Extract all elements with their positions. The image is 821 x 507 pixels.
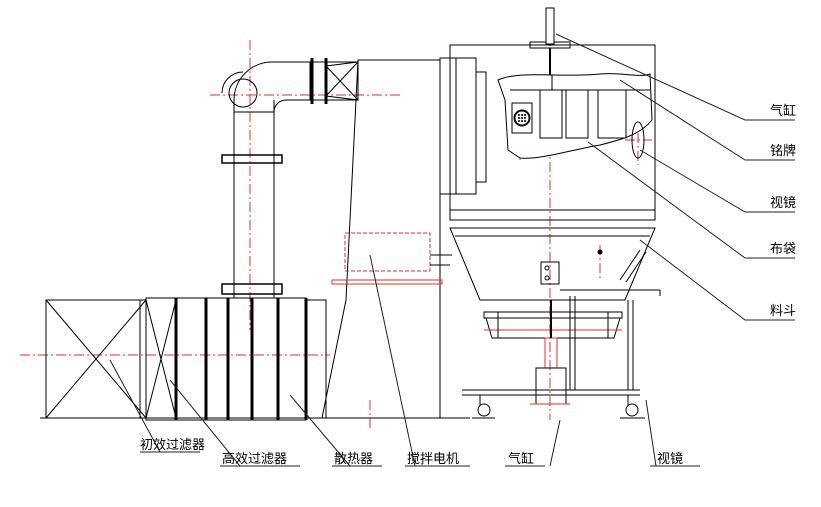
label-hopper: 料斗 [770, 304, 796, 319]
label-stir-motor: 搅拌电机 [407, 451, 459, 467]
labels: 气缸 铭牌 视镜 布袋 料斗 初效过滤器 高效过滤器 散热器 搅拌电机 气缸 视… [140, 103, 796, 467]
vertical-duct [221, 111, 283, 299]
primary-filter-box [45, 299, 147, 419]
label-nameplate: 铭牌 [770, 143, 796, 159]
label-hepa-filter: 高效过滤器 [222, 451, 287, 467]
duct-elbow [221, 61, 310, 113]
label-sight-glass-bottom: 视镜 [657, 452, 683, 467]
label-primary-filter: 初效过滤器 [140, 438, 205, 453]
main-housing [321, 57, 487, 419]
leader-lines-right [555, 33, 795, 321]
nameplate [514, 110, 530, 126]
upper-chamber [449, 7, 656, 221]
label-radiator: 散热器 [334, 452, 373, 467]
cutaway-section [497, 73, 653, 159]
radiator-box [305, 299, 327, 419]
label-sight-glass-right: 视镜 [770, 196, 796, 211]
cart-frame [462, 296, 645, 419]
sight-glass-upper [631, 121, 645, 159]
label-filter-bag: 布袋 [770, 242, 796, 257]
horizontal-duct [309, 58, 359, 104]
hopper [449, 227, 661, 301]
leader-lines-bottom [109, 254, 700, 467]
product-container [483, 311, 623, 339]
lift-cylinder [530, 300, 570, 405]
hepa-filter-box [145, 297, 308, 421]
label-cylinder-top: 气缸 [770, 103, 796, 119]
label-cylinder-bottom: 气缸 [508, 451, 534, 467]
stir-motor [331, 232, 452, 285]
